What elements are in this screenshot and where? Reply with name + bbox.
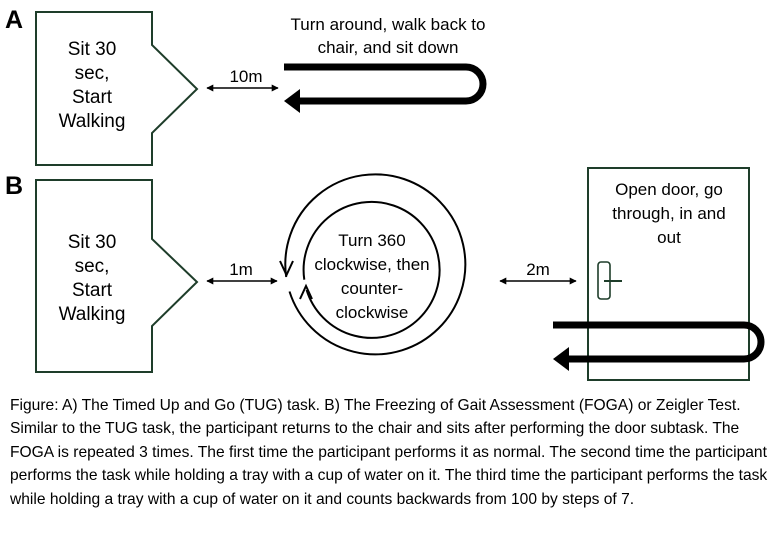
panel-a-letter: A xyxy=(5,6,23,34)
svg-text:Turn 360: Turn 360 xyxy=(338,231,405,250)
svg-text:clockwise: clockwise xyxy=(336,303,409,322)
turn-inner-arrowhead xyxy=(299,283,313,300)
svg-text:chair, and sit down: chair, and sit down xyxy=(318,38,459,57)
door-label: Open door, go through, in and out xyxy=(612,180,725,247)
svg-text:Sit 30: Sit 30 xyxy=(68,39,117,60)
gait-task-diagram: A Sit 30 sec, Start Walking 10m Turn aro… xyxy=(5,6,765,381)
svg-text:Sit 30: Sit 30 xyxy=(68,232,117,253)
panel-a-start-box xyxy=(35,11,199,166)
svg-text:sec,: sec, xyxy=(75,63,110,84)
panel-b-return-path xyxy=(553,321,765,363)
panel-a-return-path xyxy=(284,63,487,105)
panel-b-start-box xyxy=(35,179,199,373)
svg-text:through, in and: through, in and xyxy=(612,204,725,223)
svg-text:clockwise, then: clockwise, then xyxy=(314,255,429,274)
panel-b-start-label: Sit 30 sec, Start Walking xyxy=(59,232,126,325)
svg-text:Open door, go: Open door, go xyxy=(615,180,723,199)
svg-text:Walking: Walking xyxy=(59,111,126,132)
svg-text:Turn around, walk back to: Turn around, walk back to xyxy=(291,15,486,34)
panel-a-return-arrowhead xyxy=(284,89,300,113)
turn-outer-arrowhead xyxy=(279,260,294,278)
turn-inner-circle xyxy=(302,200,441,339)
turn-outer-circle xyxy=(284,173,467,356)
door-frame xyxy=(587,167,750,381)
svg-text:Start: Start xyxy=(72,280,113,301)
panel-b-letter: B xyxy=(5,172,23,200)
svg-text:Start: Start xyxy=(72,87,113,108)
figure-caption: Figure: A) The Timed Up and Go (TUG) tas… xyxy=(10,397,768,508)
panel-b-distance-label-1: 1m xyxy=(229,260,253,279)
turn-circle-label: Turn 360 clockwise, then counter- clockw… xyxy=(314,231,429,322)
panel-a-turn-label: Turn around, walk back to chair, and sit… xyxy=(291,15,486,57)
svg-text:counter-: counter- xyxy=(341,279,403,298)
svg-text:out: out xyxy=(657,228,681,247)
panel-b-return-arrowhead xyxy=(553,347,569,371)
panel-b-distance-label-2: 2m xyxy=(526,260,550,279)
panel-a-distance-label: 10m xyxy=(229,67,262,86)
svg-text:Walking: Walking xyxy=(59,304,126,325)
svg-text:sec,: sec, xyxy=(75,256,110,277)
panel-a-start-label: Sit 30 sec, Start Walking xyxy=(59,39,126,132)
